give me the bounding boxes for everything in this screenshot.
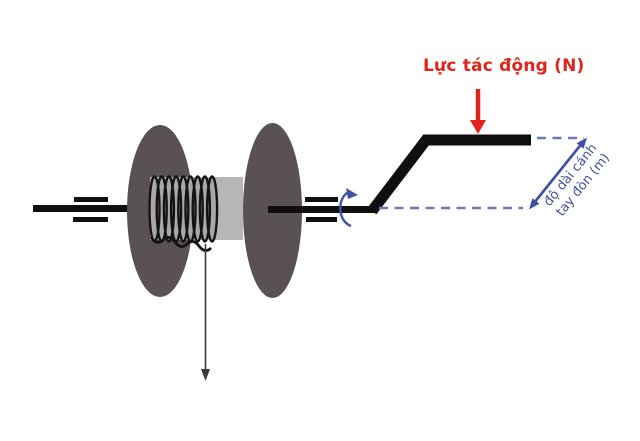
coil-loop	[205, 175, 219, 243]
lever-arrowhead-upper	[576, 137, 587, 149]
rope-coil	[148, 175, 219, 252]
axle-right-shaft	[268, 206, 376, 213]
coil-loop	[198, 175, 212, 243]
force-label: Lực tác động (N)	[423, 56, 585, 76]
coil-bunched-bottom	[149, 236, 212, 252]
axle-left-shaft	[33, 205, 133, 212]
hanging-rope	[201, 244, 210, 381]
rotation-arrow-icon	[339, 188, 358, 228]
axle-right	[268, 197, 376, 222]
bearing-mark-top-right	[305, 197, 338, 202]
crank-handle	[367, 134, 531, 215]
coil-loop	[162, 175, 176, 243]
force-arrowhead	[470, 120, 486, 134]
spool-drum-shaded	[150, 178, 216, 239]
rotation-arrow-arc	[339, 190, 352, 228]
force-arrow	[470, 89, 486, 134]
coil-loop	[191, 175, 204, 243]
bearing-mark-bottom-right	[306, 217, 337, 222]
bearing-mark-top-left	[74, 197, 108, 202]
bearing-mark-bottom-left	[73, 217, 108, 222]
coil-loop	[177, 175, 190, 243]
rotation-arrowhead	[346, 188, 358, 199]
lever-arm-shaft	[532, 141, 585, 204]
axle-left	[33, 197, 133, 222]
lever-arrowhead-lower	[529, 198, 540, 210]
lever-arm-arrow	[529, 137, 587, 210]
rope-arrowhead	[201, 369, 210, 381]
